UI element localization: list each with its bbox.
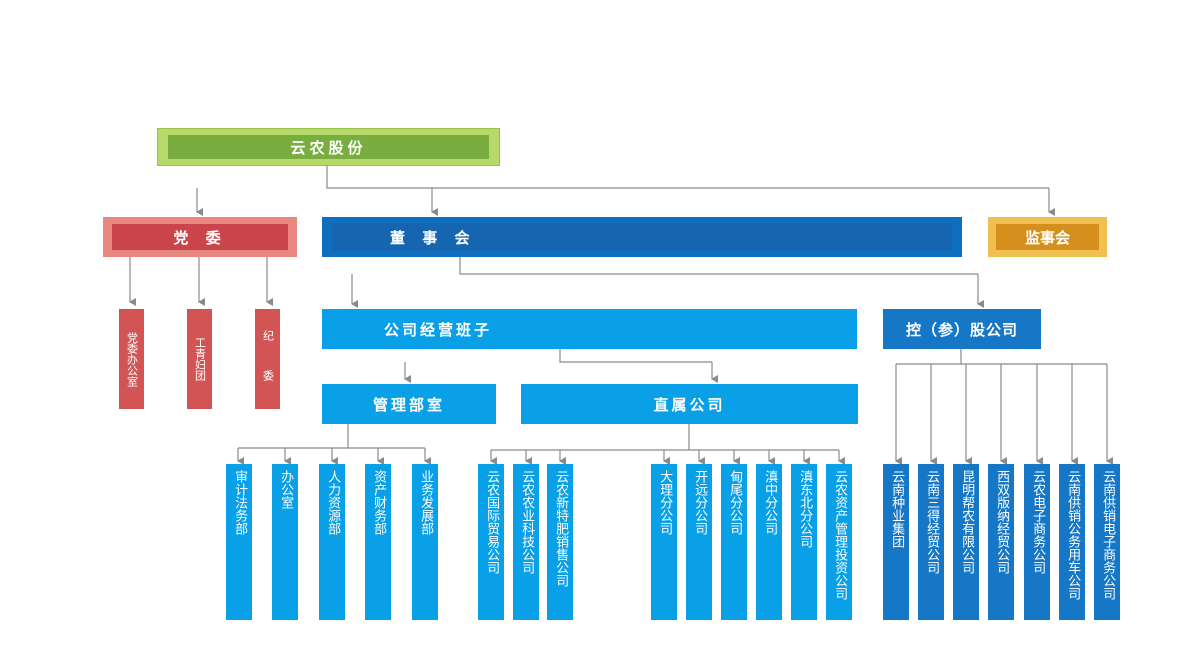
company-label: 开远分公司 <box>692 470 708 535</box>
company-asset-mgmt: 云农资产管理投资公司 <box>826 464 852 620</box>
party-child-office: 党委办公室 <box>119 309 144 409</box>
direct-companies-label: 直属公司 <box>653 395 726 414</box>
company-agri-tech: 云农农业科技公司 <box>513 464 539 620</box>
board-label: 董 事 会 <box>390 228 476 247</box>
company-label: 云农农业科技公司 <box>519 470 535 574</box>
management-team-node: 公司经营班子 <box>322 309 857 349</box>
party-committee-node: 党 委 <box>103 217 297 257</box>
holding-label: 云南种业集团 <box>889 470 905 548</box>
management-team-label: 公司经营班子 <box>384 320 493 339</box>
supervisory-node: 监事会 <box>988 217 1107 257</box>
root-label: 云农股份 <box>290 138 367 157</box>
party-child-union: 工青妇团 <box>187 309 212 409</box>
holdings-label: 控（参）股公司 <box>905 320 1018 339</box>
dept-label: 人力资源部 <box>325 470 341 535</box>
dept-audit-legal: 审计法务部 <box>226 464 252 620</box>
branch-dali: 大理分公司 <box>651 464 677 620</box>
dept-business-dev: 业务发展部 <box>412 464 438 620</box>
company-label: 滇中分公司 <box>762 470 778 535</box>
dept-office: 办公室 <box>272 464 298 620</box>
branch-dianwei: 甸尾分公司 <box>721 464 747 620</box>
party-child-discipline: 纪 委 <box>255 309 280 409</box>
holding-official-vehicle: 云南供销公务用车公司 <box>1059 464 1085 620</box>
branch-kaiyuan: 开远分公司 <box>686 464 712 620</box>
dept-hr: 人力资源部 <box>319 464 345 620</box>
company-label: 大理分公司 <box>657 470 673 535</box>
supervisory-label: 监事会 <box>1024 228 1070 247</box>
holding-label: 云农电子商务公司 <box>1030 470 1046 574</box>
holding-label: 西双版纳经贸公司 <box>994 470 1010 574</box>
holding-kunming-bangnong: 昆明帮农有限公司 <box>953 464 979 620</box>
holding-sande-trade: 云南三得经贸公司 <box>918 464 944 620</box>
holding-label: 昆明帮农有限公司 <box>959 470 975 574</box>
dept-label: 业务发展部 <box>418 470 434 535</box>
board-node: 董 事 会 <box>322 217 962 257</box>
holdings-node: 控（参）股公司 <box>883 309 1041 349</box>
company-label: 云农新特肥销售公司 <box>553 470 569 587</box>
dept-label: 审计法务部 <box>232 470 248 535</box>
mgmt-dept-label: 管理部室 <box>372 395 445 414</box>
root-node: 云农股份 <box>157 128 500 166</box>
branch-dianzhong: 滇中分公司 <box>756 464 782 620</box>
holding-seed-group: 云南种业集团 <box>883 464 909 620</box>
company-fertilizer-sales: 云农新特肥销售公司 <box>547 464 573 620</box>
dept-label: 资产财务部 <box>371 470 387 535</box>
holding-label: 云南三得经贸公司 <box>924 470 940 574</box>
company-label: 滇东北分公司 <box>797 470 813 548</box>
branch-diandongbei: 滇东北分公司 <box>791 464 817 620</box>
company-label: 云农国际贸易公司 <box>484 470 500 574</box>
company-label: 云农资产管理投资公司 <box>832 470 848 600</box>
direct-companies-node: 直属公司 <box>521 384 858 424</box>
company-label: 甸尾分公司 <box>727 470 743 535</box>
holding-label: 云南供销电子商务公司 <box>1100 470 1116 600</box>
party-committee-label: 党 委 <box>173 228 227 247</box>
dept-finance: 资产财务部 <box>365 464 391 620</box>
dept-label: 办公室 <box>278 470 294 509</box>
mgmt-dept-node: 管理部室 <box>322 384 496 424</box>
holding-label: 云南供销公务用车公司 <box>1065 470 1081 600</box>
party-child-label: 工青妇团 <box>193 337 207 381</box>
party-child-label: 党委办公室 <box>125 331 139 387</box>
holding-ecommerce: 云农电子商务公司 <box>1024 464 1050 620</box>
holding-supply-ecommerce: 云南供销电子商务公司 <box>1094 464 1120 620</box>
company-intl-trade: 云农国际贸易公司 <box>478 464 504 620</box>
holding-xishuangbanna-trade: 西双版纳经贸公司 <box>988 464 1014 620</box>
party-child-label: 纪 委 <box>261 329 275 389</box>
